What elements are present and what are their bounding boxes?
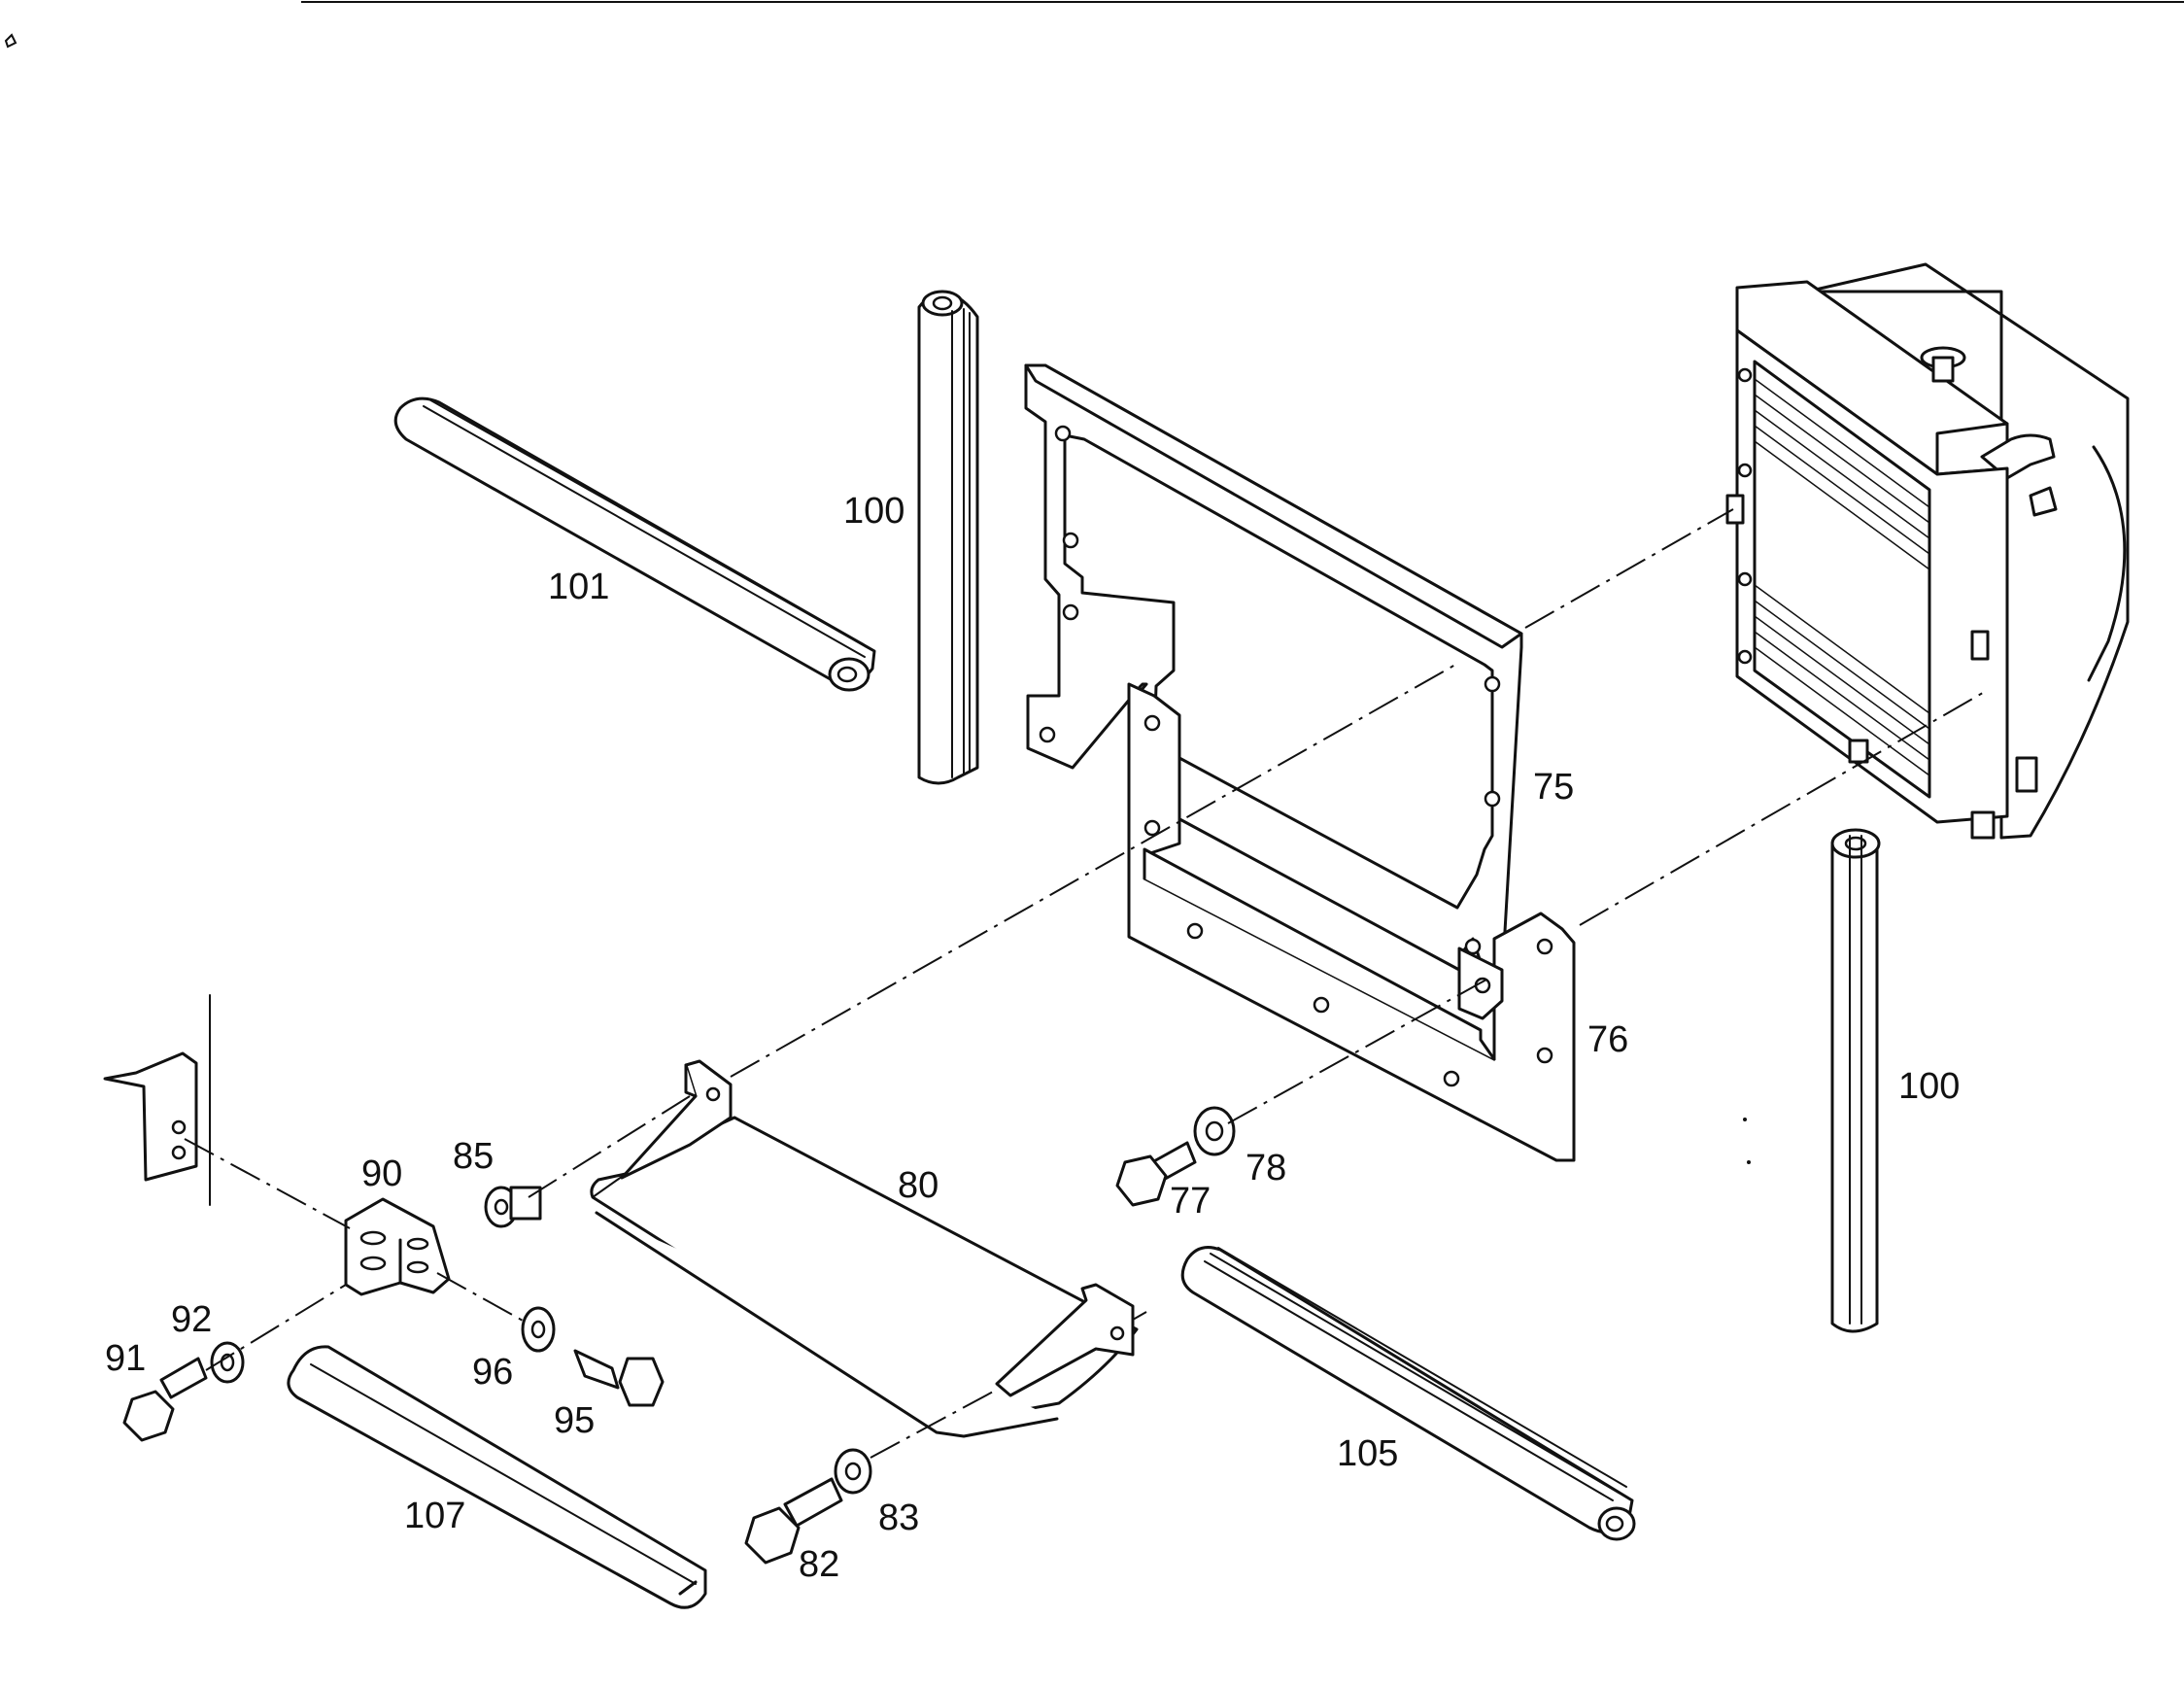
bolt-82 — [744, 1477, 843, 1565]
washer-83 — [834, 1448, 872, 1495]
radiator-assembly — [1725, 262, 2130, 840]
tray-80 — [590, 1059, 1139, 1438]
rubber-profile-107 — [287, 1345, 707, 1609]
frame-76 — [1127, 682, 1576, 1162]
dot-mark — [1743, 1118, 1747, 1121]
callout-83: 83 — [878, 1498, 919, 1538]
callout-78: 78 — [1246, 1148, 1286, 1188]
callout-101: 101 — [548, 567, 609, 607]
callout-labels: 75 76 77 78 80 82 83 85 90 91 92 95 96 1… — [105, 491, 1960, 1585]
wall-bracket — [103, 994, 211, 1206]
bolt-85 — [484, 1186, 542, 1228]
callout-105: 105 — [1337, 1433, 1398, 1474]
washer-92 — [210, 1341, 245, 1384]
bolt-91 — [122, 1357, 208, 1442]
callout-85: 85 — [453, 1136, 494, 1177]
washer-96 — [521, 1306, 556, 1353]
callout-82: 82 — [799, 1544, 839, 1585]
callout-107: 107 — [404, 1496, 465, 1536]
rubber-profile-100-upper — [917, 290, 979, 785]
rubber-profile-105 — [1180, 1246, 1636, 1541]
callout-100-upper: 100 — [843, 491, 904, 532]
leader-lines — [184, 508, 1989, 1459]
callout-92: 92 — [171, 1299, 212, 1340]
washer-78 — [1193, 1106, 1236, 1156]
callout-96: 96 — [472, 1352, 513, 1393]
bolt-77 — [1115, 1141, 1197, 1207]
callout-75: 75 — [1533, 767, 1574, 808]
frame-75 — [1024, 363, 1523, 983]
corner-mark — [4, 33, 17, 49]
rubber-profile-101 — [393, 396, 876, 692]
callout-90: 90 — [361, 1153, 402, 1194]
rubber-profile-100-lower — [1830, 828, 1881, 1333]
callout-77: 77 — [1170, 1181, 1211, 1222]
dot-mark — [1747, 1160, 1751, 1164]
callout-76: 76 — [1587, 1019, 1628, 1060]
bolt-95 — [573, 1349, 665, 1407]
callout-95: 95 — [554, 1400, 595, 1441]
callout-80: 80 — [898, 1165, 938, 1206]
callout-91: 91 — [105, 1338, 146, 1379]
bracket-90 — [344, 1197, 451, 1296]
callout-100-lower: 100 — [1898, 1066, 1960, 1107]
